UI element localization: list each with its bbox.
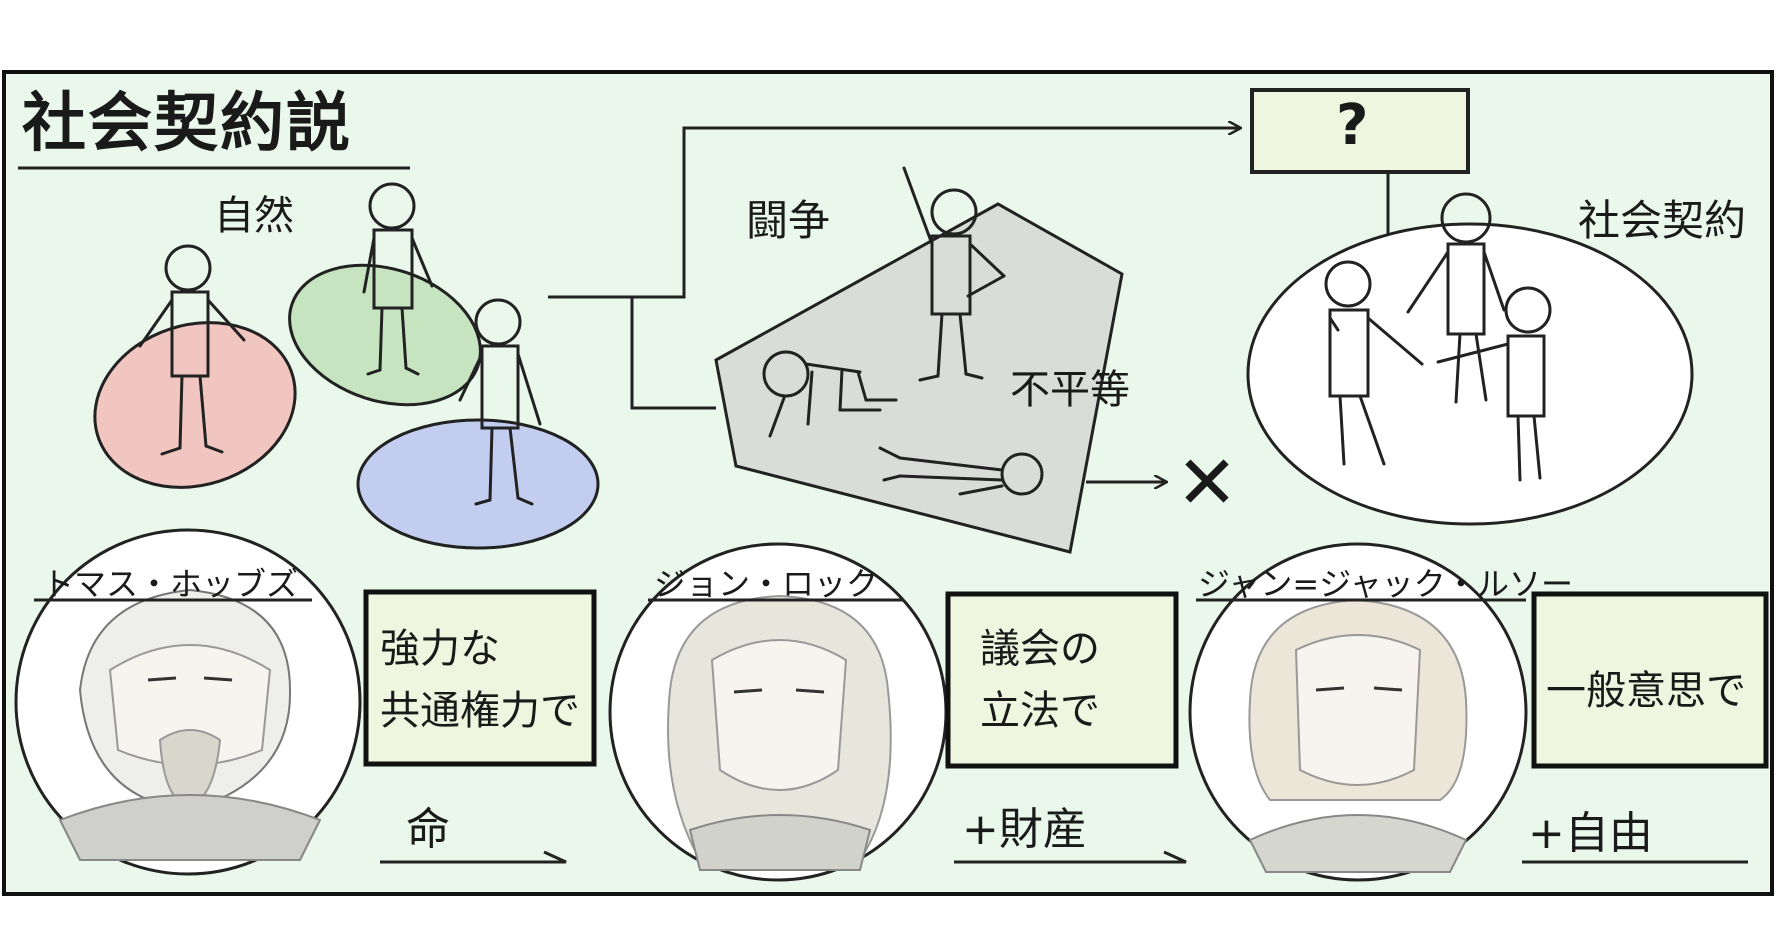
diagram-title: 社会契約説 bbox=[22, 87, 352, 161]
locke-right: +財産 bbox=[962, 804, 1087, 855]
nature-red-ellipse bbox=[93, 321, 297, 489]
state-of-nature-label: 自然 bbox=[214, 193, 294, 239]
nature-figure-1 bbox=[138, 244, 246, 456]
locke-method-line-1: 議会の bbox=[980, 626, 1100, 672]
question-mark: ? bbox=[1336, 93, 1369, 158]
nature-blue-ellipse bbox=[356, 418, 600, 550]
hobbes-method-box bbox=[363, 589, 597, 767]
inequality-label: 不平等 bbox=[1010, 367, 1130, 413]
hobbes-method-text: 強力な 共通権力で bbox=[380, 618, 580, 742]
question-box bbox=[1250, 88, 1470, 174]
rousseau-method-text: 一般意思で bbox=[1546, 660, 1746, 722]
hobbes-name: トマス・ホッブズ bbox=[42, 565, 299, 603]
social-contract-ellipse bbox=[1246, 222, 1694, 526]
nature-figure-2 bbox=[362, 182, 434, 376]
hobbes-portrait bbox=[14, 528, 362, 876]
rousseau-portrait bbox=[1188, 542, 1528, 882]
rejected-mark: ✕ bbox=[1176, 440, 1239, 526]
conflict-line bbox=[630, 297, 716, 410]
hobbes-method-line-1: 強力な bbox=[380, 626, 500, 672]
property-arrow bbox=[954, 850, 1187, 864]
rousseau-method-line-1: 一般意思で bbox=[1546, 668, 1746, 714]
locke-method-line-2: 立法で bbox=[980, 688, 1100, 734]
locke-method-text: 議会の 立法で bbox=[980, 618, 1100, 742]
contract-figures bbox=[1324, 192, 1552, 482]
locke-method-box bbox=[945, 591, 1179, 769]
nature-figure-3 bbox=[458, 298, 542, 506]
hobbes-method-line-2: 共通権力で bbox=[380, 688, 580, 734]
rousseau-name: ジャン=ジャック・ルソー bbox=[1198, 565, 1573, 603]
social-contract-label: 社会契約 bbox=[1578, 196, 1747, 245]
hobbes-right: 命 bbox=[406, 804, 450, 855]
conflict-figures bbox=[762, 166, 1044, 496]
locke-portrait bbox=[608, 542, 948, 882]
life-arrow bbox=[380, 850, 567, 864]
locke-name: ジョン・ロック bbox=[654, 565, 879, 603]
conflict-area bbox=[714, 202, 1124, 554]
conflict-label: 闘争 bbox=[746, 196, 831, 245]
rousseau-method-box bbox=[1531, 591, 1769, 769]
branch-line bbox=[548, 128, 1240, 299]
rousseau-right: +自由 bbox=[1528, 808, 1653, 859]
